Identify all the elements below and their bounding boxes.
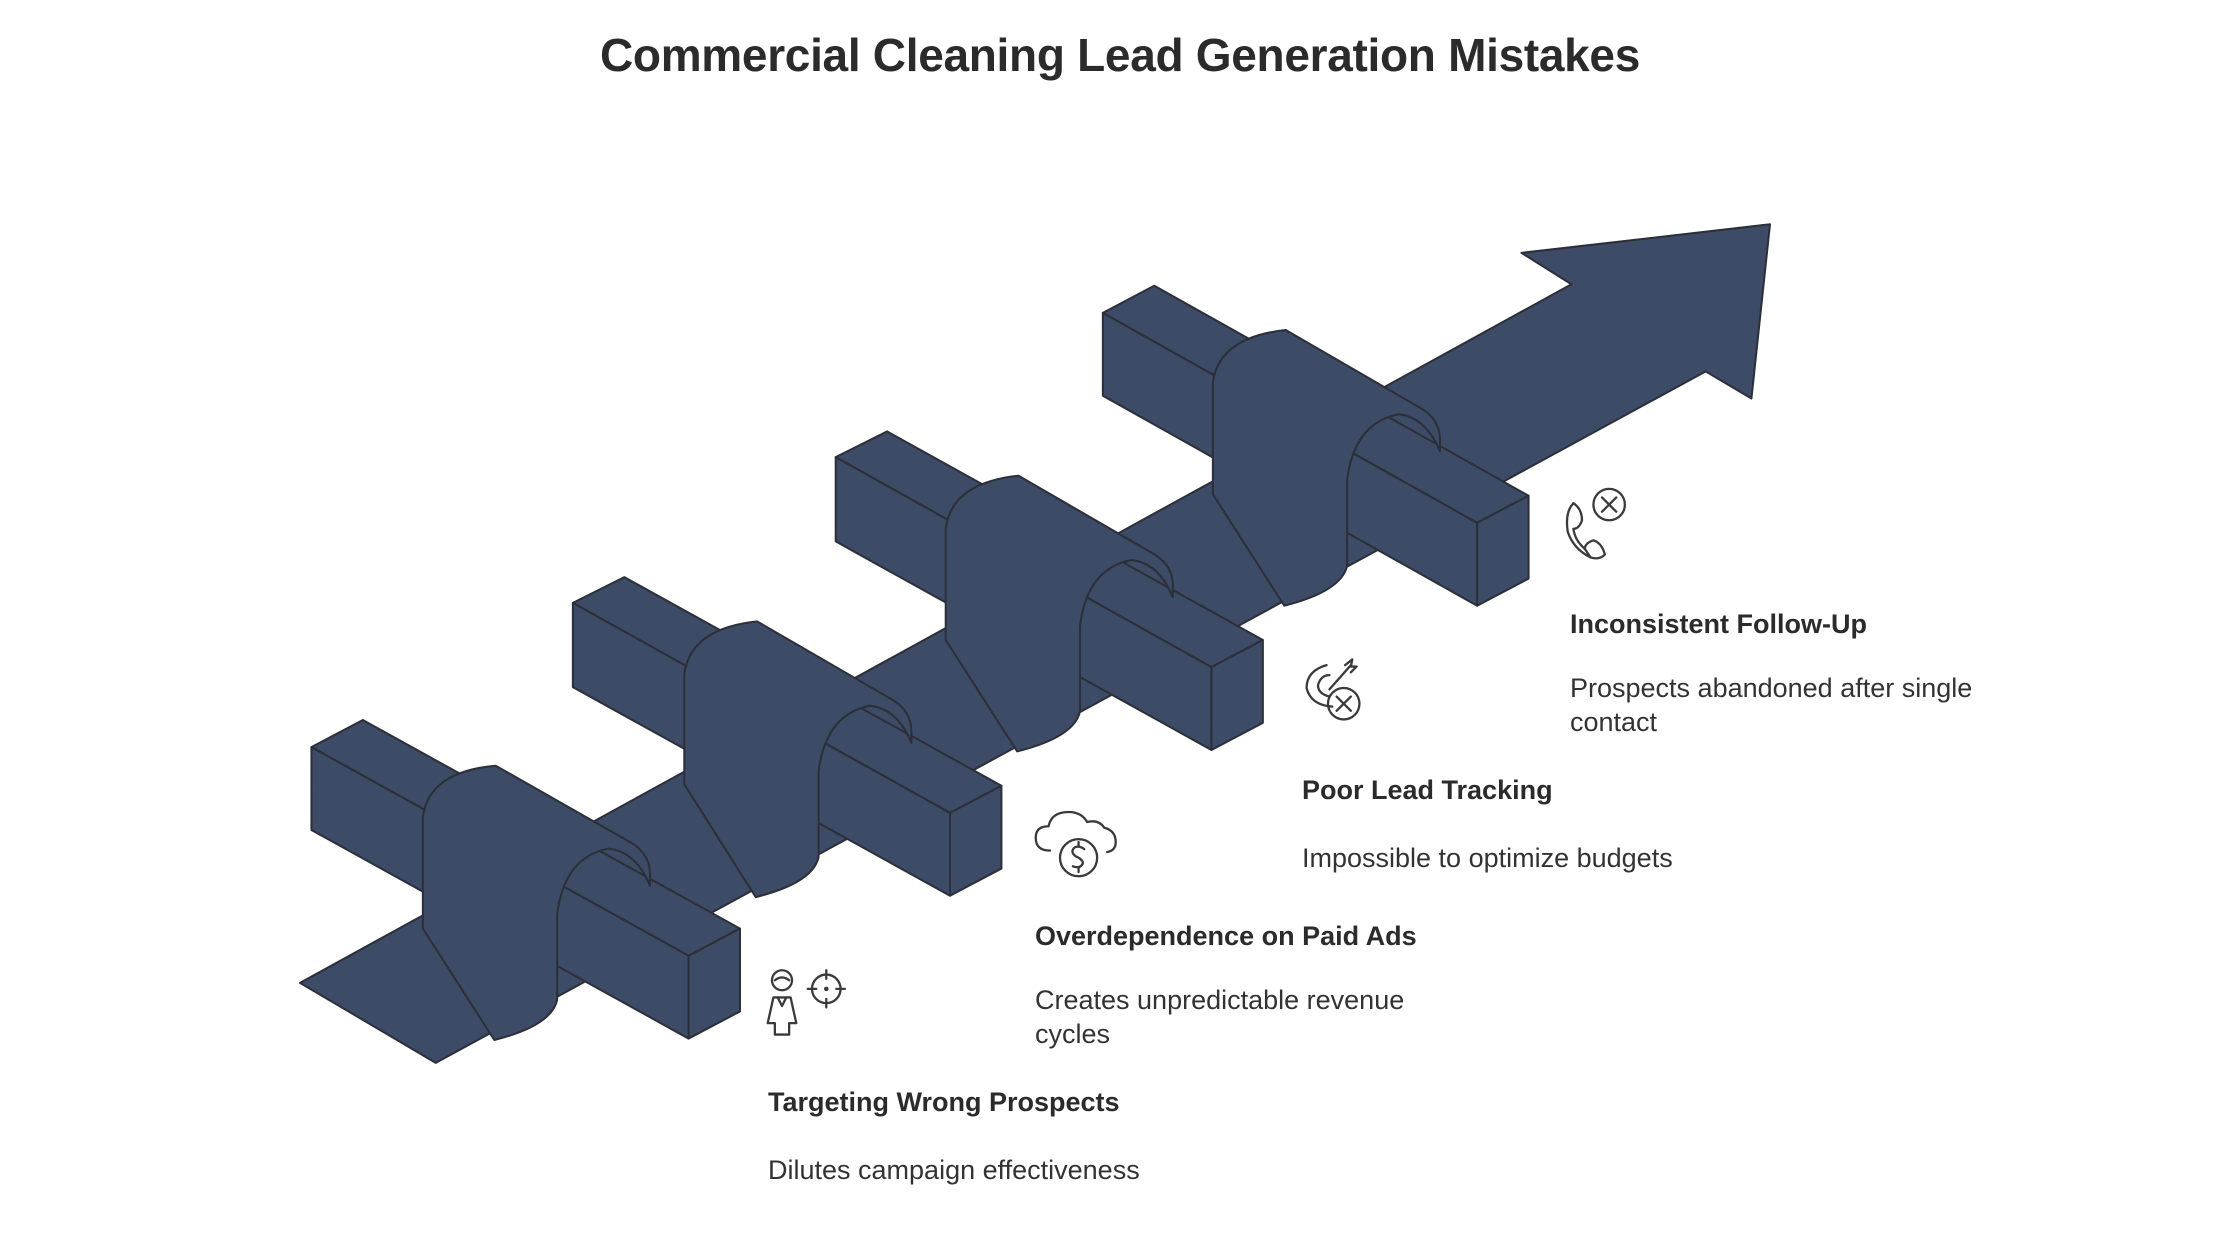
blocker-1 (310, 719, 742, 1041)
step-1-description: Dilutes campaign effectiveness (768, 1155, 1140, 1186)
step-3-title: Poor Lead Tracking (1302, 775, 1553, 805)
blocker-3 (834, 430, 1264, 753)
step-2-text: Overdependence on Paid Ads Creates unpre… (1035, 920, 1455, 1052)
step-4-description: Prospects abandoned after single contact (1570, 673, 1973, 738)
person-target-icon (762, 966, 862, 1066)
blocker-4 (1101, 284, 1530, 607)
step-2-title: Overdependence on Paid Ads (1035, 921, 1417, 951)
blocker-2 (571, 576, 1003, 899)
step-4-text: Inconsistent Follow-Up Prospects abandon… (1570, 608, 2010, 740)
phone-x-icon (1562, 486, 1662, 586)
step-1-title: Targeting Wrong Prospects (768, 1087, 1120, 1117)
step-3-description: Impossible to optimize budgets (1302, 843, 1673, 874)
cloud-dollar-icon (1030, 802, 1130, 902)
step-4-title: Inconsistent Follow-Up (1570, 609, 1867, 639)
step-1-text: Targeting Wrong Prospects Dilutes campai… (768, 1086, 1288, 1188)
target-x-icon (1298, 658, 1398, 758)
step-3-text: Poor Lead Tracking Impossible to optimiz… (1302, 774, 1822, 876)
diagram-title: Commercial Cleaning Lead Generation Mist… (599, 29, 1641, 81)
step-2-description: Creates unpredictable revenue cycles (1035, 985, 1405, 1050)
